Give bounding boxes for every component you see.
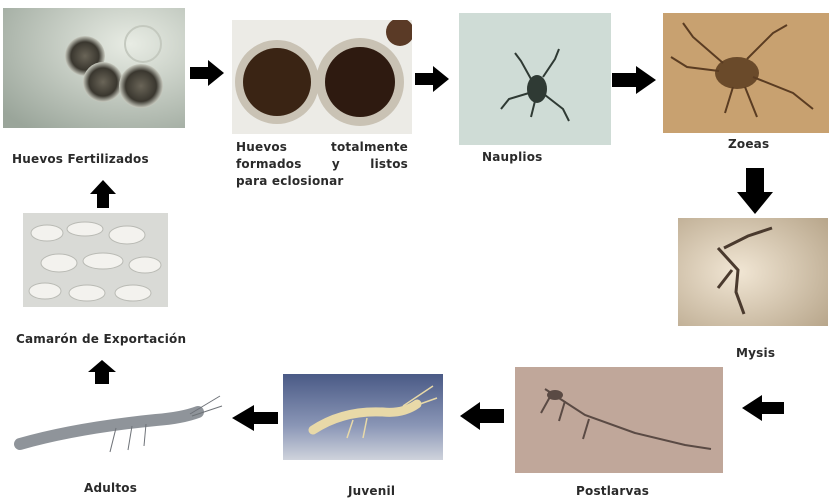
label-huevos-formados-line1: Huevos totalmente <box>236 140 408 154</box>
label-mysis: Mysis <box>736 346 775 360</box>
arrow-right-2 <box>415 66 449 92</box>
postlarvas-photo <box>515 367 723 473</box>
arrow-left-2 <box>460 402 504 430</box>
camaron-exportacion-photo <box>23 213 168 307</box>
label-camaron-exportacion: Camarón de Exportación <box>16 332 186 346</box>
label-juvenil: Juvenil <box>348 484 395 498</box>
juvenil-photo <box>283 374 443 460</box>
arrow-left-1 <box>742 395 784 421</box>
label-nauplios: Nauplios <box>482 150 543 164</box>
mysis-photo <box>678 218 828 326</box>
arrow-down-1 <box>737 168 773 214</box>
huevos-fertilizados-photo <box>3 8 185 128</box>
label-postlarvas: Postlarvas <box>576 484 649 498</box>
arrow-left-3 <box>232 405 278 431</box>
arrow-up-1 <box>88 360 116 384</box>
arrow-right-1 <box>190 60 224 86</box>
arrow-right-3 <box>612 66 656 94</box>
arrow-up-2 <box>90 180 116 208</box>
label-huevos-fertilizados: Huevos Fertilizados <box>12 152 149 166</box>
label-zoeas: Zoeas <box>728 137 769 151</box>
label-huevos-formados-line2: formados y listos <box>236 157 408 171</box>
label-adultos: Adultos <box>84 481 137 495</box>
zoeas-photo <box>663 13 829 133</box>
label-huevos-formados-line3: para eclosionar <box>236 174 344 188</box>
adultos-photo <box>6 388 224 474</box>
nauplios-photo <box>459 13 611 145</box>
huevos-formados-photo <box>232 20 412 134</box>
